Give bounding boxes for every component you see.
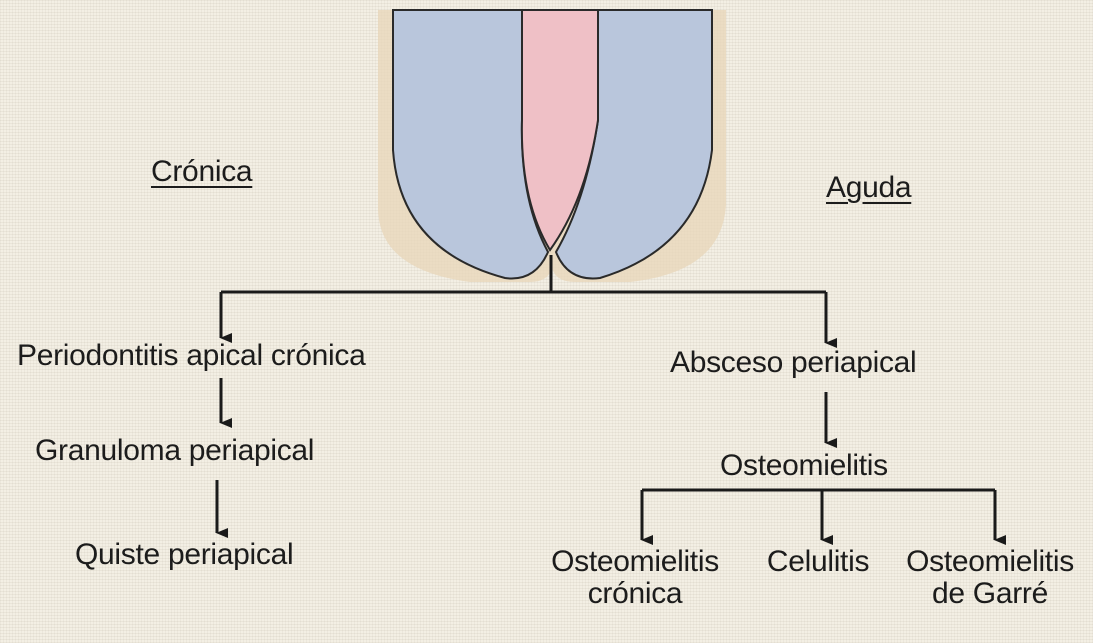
- node-chronic-osteomyelitis: Osteomielitis crónica: [551, 546, 719, 609]
- tooth-root-illustration: [378, 10, 726, 282]
- node-osteomyelitis: Osteomielitis: [720, 450, 888, 482]
- node-cellulitis: Celulitis: [767, 546, 869, 578]
- node-cellulitis-line1: Celulitis: [767, 546, 869, 578]
- node-periapical-granuloma: Granuloma periapical: [35, 435, 314, 467]
- node-garre-osteomyelitis-line2: de Garré: [906, 578, 1074, 610]
- node-periapical-abscess: Absceso periapical: [670, 347, 916, 379]
- connector-lines: [217, 255, 995, 540]
- node-periapical-cyst: Quiste periapical: [75, 539, 293, 571]
- node-chronic-osteomyelitis-line2: crónica: [551, 578, 719, 610]
- heading-chronic: Crónica: [151, 156, 252, 188]
- heading-acute: Aguda: [826, 172, 911, 204]
- node-chronic-apical-periodontitis: Periodontitis apical crónica: [17, 340, 365, 372]
- node-garre-osteomyelitis-line1: Osteomielitis: [906, 546, 1074, 578]
- node-chronic-osteomyelitis-line1: Osteomielitis: [551, 546, 719, 578]
- node-garre-osteomyelitis: Osteomielitis de Garré: [906, 546, 1074, 609]
